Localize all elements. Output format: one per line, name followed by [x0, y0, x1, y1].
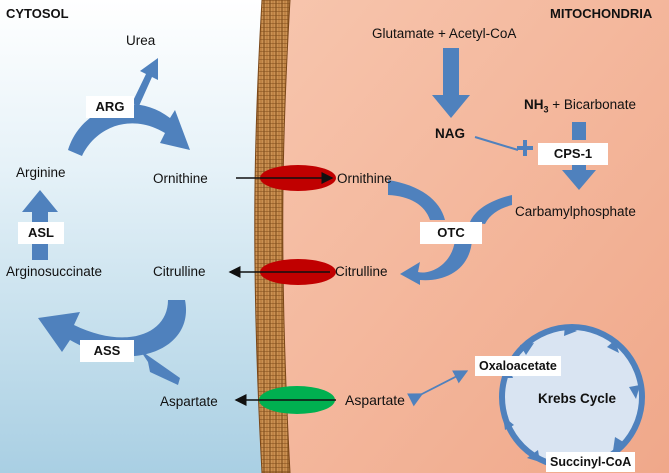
ass-enzyme-box: ASS: [80, 340, 134, 362]
aspartate-cytosol-label: Aspartate: [160, 394, 218, 409]
nh3-bicarbonate-label: NH3 + Bicarbonate: [524, 97, 636, 118]
carbamylphosphate-label: Carbamylphosphate: [515, 204, 636, 219]
to-nag-arrow: [432, 48, 470, 118]
arginosuccinate-label: Arginosuccinate: [6, 264, 103, 279]
membrane: [254, 0, 291, 473]
ass-arc-arrow: [38, 300, 187, 357]
arginine-label: Arginine: [16, 165, 66, 180]
to-carbamyl-arrow: [562, 165, 596, 190]
nag-label: NAG: [435, 126, 465, 141]
urea-label: Urea: [126, 33, 156, 48]
ornithine-cytosol-label: Ornithine: [153, 171, 208, 186]
ornithine-mito-label: Ornithine: [337, 171, 392, 186]
oxaloacetate-label: Oxaloacetate: [475, 356, 561, 376]
nh3-subscript: 3: [543, 104, 549, 115]
aspartate-mito-label: Aspartate: [345, 392, 405, 408]
arg-enzyme-box: ARG: [86, 96, 134, 118]
mito-arrows: [388, 48, 596, 285]
glutamate-acetylcoa-label: Glutamate + Acetyl-CoA: [372, 26, 517, 41]
citrulline-cytosol-label: Citrulline: [153, 264, 206, 279]
asl-enzyme-box: ASL: [18, 222, 64, 244]
nag-activation: [474, 136, 533, 156]
otc-enzyme-box: OTC: [420, 222, 482, 244]
cytosol-title: CYTOSOL: [6, 6, 69, 21]
nh3-prefix: NH: [524, 97, 544, 112]
ornithine-to-otc: [388, 180, 445, 220]
cps1-enzyme-box: CPS-1: [538, 143, 608, 165]
otc-to-citrulline: [400, 240, 472, 285]
krebs-cycle-label: Krebs Cycle: [538, 391, 617, 406]
succinyl-coa-label: Succinyl-CoA: [546, 452, 636, 472]
mitochondria-title: MITOCHONDRIA: [550, 6, 653, 21]
nh3-suffix: + Bicarbonate: [548, 97, 636, 112]
to-urea-arrow: [132, 58, 158, 106]
citrulline-mito-label: Citrulline: [335, 264, 388, 279]
aspartate-oxaloacetate-link: [407, 370, 469, 407]
